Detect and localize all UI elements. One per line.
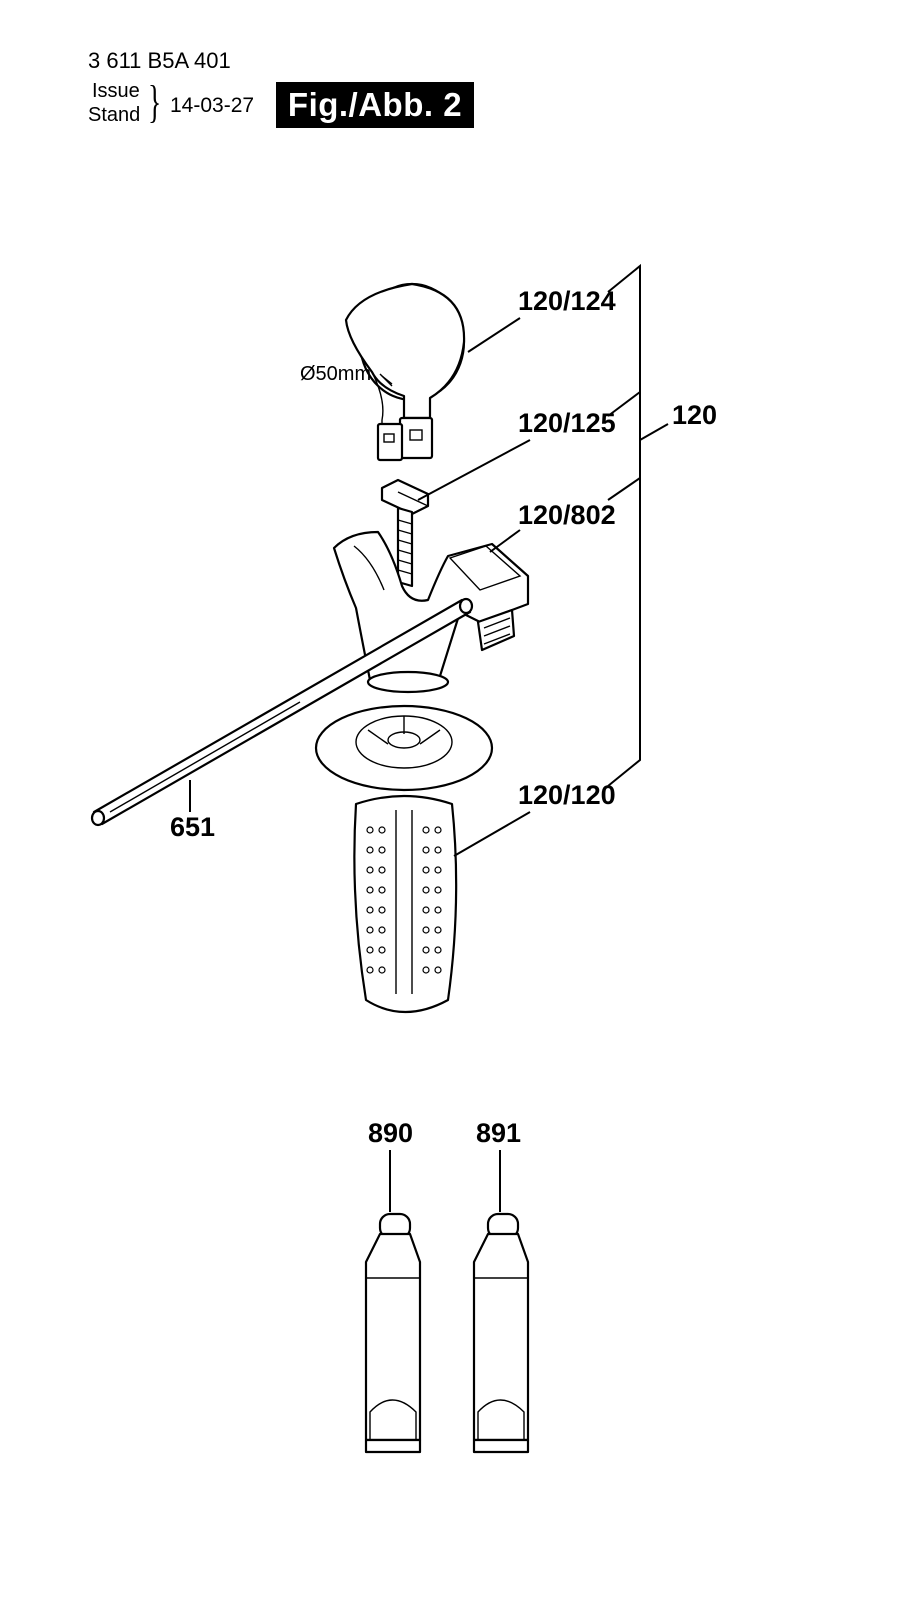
brace-glyph: } bbox=[148, 76, 162, 127]
leader-lines bbox=[189, 317, 531, 1212]
depth-rod bbox=[90, 597, 474, 827]
grease-tube-890 bbox=[364, 1212, 422, 1454]
stand-label: Stand bbox=[88, 104, 141, 126]
part-number: 3 611 B5A 401 bbox=[88, 48, 231, 73]
callout-120-124: 120/124 bbox=[518, 286, 616, 316]
callout-651: 651 bbox=[170, 812, 215, 842]
callout-120-802: 120/802 bbox=[518, 500, 616, 530]
issue-date: 14-03-27 bbox=[170, 94, 255, 117]
grease-tube-891 bbox=[472, 1212, 530, 1454]
depth-stop-clamp-band bbox=[344, 282, 466, 462]
callout-120-125: 120/125 bbox=[518, 408, 616, 438]
callout-120: 120 bbox=[672, 400, 717, 430]
callout-120-120: 120/120 bbox=[518, 780, 616, 810]
clamp-bolt bbox=[380, 478, 430, 588]
diameter-label: Ø50mm bbox=[300, 363, 371, 385]
handle-grip bbox=[314, 704, 494, 1014]
callout-890: 890 bbox=[368, 1118, 413, 1148]
grip-texture bbox=[366, 826, 442, 974]
assembly-bracket bbox=[607, 263, 669, 787]
figure-label: Fig./Abb. 2 bbox=[276, 82, 474, 128]
issue-label: Issue bbox=[92, 80, 140, 102]
callout-891: 891 bbox=[476, 1118, 521, 1148]
